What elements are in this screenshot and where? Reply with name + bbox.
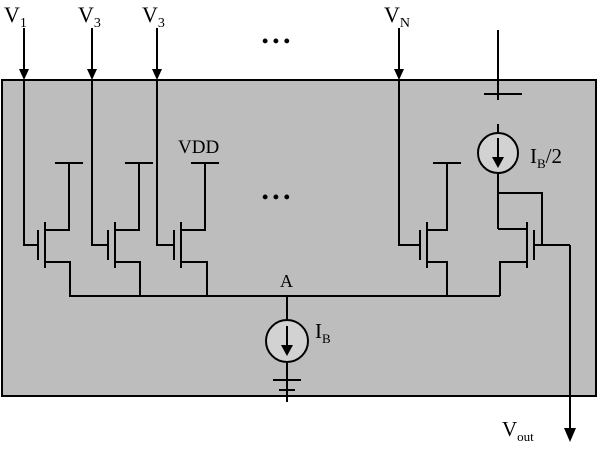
ellipsis-mid: • • •	[262, 187, 290, 207]
input-line-v2	[87, 28, 97, 80]
label-node-a: A	[280, 271, 293, 291]
input-line-vn	[394, 28, 404, 80]
label-v2: V3	[78, 2, 101, 31]
input-line-v3	[152, 28, 162, 80]
label-vn: VN	[384, 2, 410, 31]
gate-wire-1	[23, 80, 38, 246]
ground-icon	[273, 379, 301, 402]
label-vout: Vout	[502, 417, 534, 444]
transistor-m2	[107, 162, 153, 296]
transistor-mn	[419, 162, 461, 296]
transistor-output	[484, 30, 576, 442]
gate-wire-3	[156, 80, 174, 246]
gate-wire-n	[398, 80, 420, 246]
current-source-ib-half	[477, 132, 519, 174]
gate-wire-2	[91, 80, 108, 246]
transistor-m3	[173, 162, 219, 296]
label-ib: IB	[315, 319, 331, 346]
current-source-ib	[265, 319, 309, 380]
label-ib-half: IB/2	[530, 144, 562, 171]
label-v1: V1	[4, 2, 27, 31]
label-vdd: VDD	[178, 137, 219, 158]
transistor-m1	[37, 162, 83, 296]
label-v3: V3	[142, 2, 165, 31]
input-line-v1	[19, 28, 29, 80]
ellipsis-top: • • •	[262, 31, 290, 51]
